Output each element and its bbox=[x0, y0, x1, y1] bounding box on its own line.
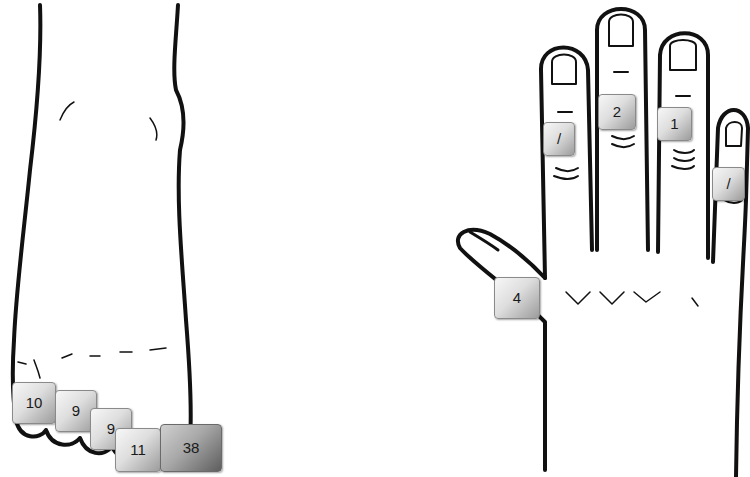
hand-outline bbox=[458, 230, 545, 470]
callout-number: 2 bbox=[613, 104, 621, 121]
callout-number: 9 bbox=[107, 421, 115, 438]
foot-crease bbox=[18, 102, 166, 378]
callout-box: 2 bbox=[598, 94, 636, 130]
hand-outline bbox=[713, 110, 748, 477]
callout-number: 9 bbox=[72, 403, 80, 420]
foot-outline bbox=[174, 5, 190, 440]
callout-box: 11 bbox=[115, 428, 161, 472]
callout-box: 10 bbox=[12, 382, 56, 424]
knuckle-lines bbox=[566, 292, 698, 306]
callout-number: 10 bbox=[26, 395, 43, 412]
callout-number: / bbox=[726, 176, 730, 193]
callout-number: / bbox=[557, 131, 561, 148]
callout-number: 4 bbox=[513, 290, 521, 307]
hand-outline bbox=[541, 48, 592, 279]
callout-box: 38 bbox=[160, 424, 222, 472]
callout-box: / bbox=[543, 122, 575, 156]
callout-box: / bbox=[712, 167, 745, 201]
hand-outline bbox=[658, 33, 708, 258]
hand-thumb-inner bbox=[470, 232, 498, 250]
finger-nail bbox=[552, 15, 742, 147]
callout-number: 38 bbox=[183, 440, 200, 457]
callout-box: 1 bbox=[657, 107, 692, 141]
foot-outline bbox=[13, 5, 41, 420]
callout-box: 4 bbox=[494, 277, 540, 319]
callout-number: 11 bbox=[130, 442, 146, 459]
callout-number: 1 bbox=[670, 116, 678, 133]
